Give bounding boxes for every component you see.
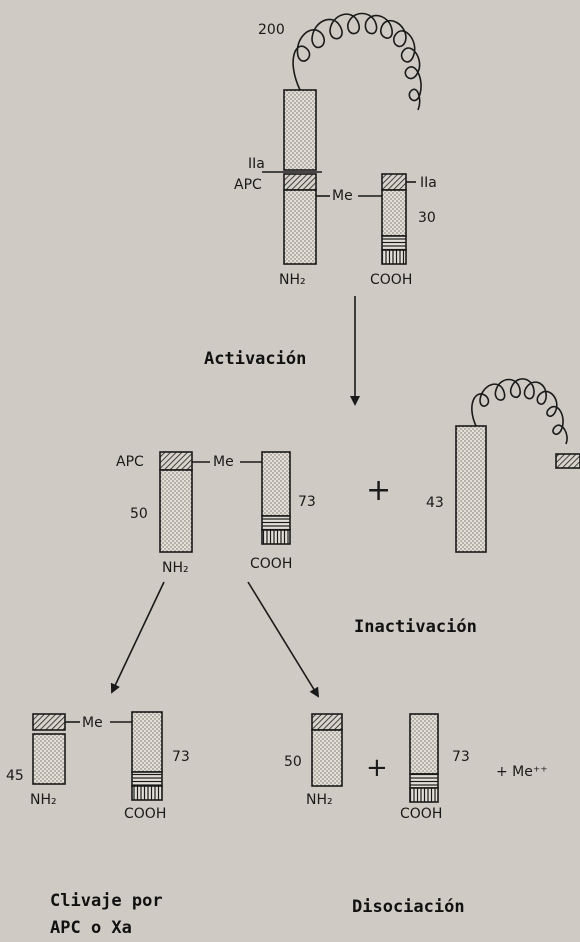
cleaved-factor-va: Me 45 NH₂ 73 COOH Clivaje por APC o Xa	[6, 712, 190, 938]
light-chain-bl-body	[132, 712, 162, 772]
apc-label-middle: APC	[116, 454, 144, 470]
light-chain-bl-c2	[132, 786, 162, 800]
plus-sign-bottom: +	[366, 753, 388, 783]
activation-title: Activación	[204, 349, 306, 369]
light-chain-br-c2	[410, 788, 438, 802]
apc-site-bottom-right	[312, 714, 342, 730]
light-chain-c1-domain	[382, 236, 406, 250]
released-fragment-tip	[556, 454, 580, 468]
light-chain-br-body	[410, 714, 438, 774]
coil-label-200: 200	[258, 22, 285, 38]
light-label-73-bottom-right: 73	[452, 749, 470, 765]
light-chain-body	[382, 190, 406, 236]
apc-site-middle	[160, 452, 192, 470]
heavy-label-50-bottom: 50	[284, 754, 302, 770]
inactivation-title: Inactivación	[354, 617, 477, 637]
cleavage-caption-line1: Clivaje por	[50, 891, 163, 911]
plus-me-ion-label: + Me⁺⁺	[496, 764, 548, 780]
dissociated-factor-va: 50 NH₂ + 73 COOH + Me⁺⁺ Disociación	[284, 714, 548, 917]
dissociation-arrow	[248, 582, 318, 696]
nh2-label-bottom-right: NH₂	[306, 792, 333, 808]
apc-label-top: APC	[234, 177, 262, 193]
heavy-chain-middle	[160, 470, 192, 552]
iia-left-label: IIa	[248, 156, 265, 172]
light-chain-label-30: 30	[418, 210, 436, 226]
fragment-45	[33, 734, 65, 784]
heavy-label-50: 50	[130, 506, 148, 522]
native-factor-v: 200 IIa APC NH₂ Me IIa 30 COOH	[234, 14, 437, 289]
cleavage-caption-line2: APC o Xa	[50, 918, 132, 938]
fragment-label-43: 43	[426, 495, 444, 511]
cleavage-arrow	[112, 582, 164, 692]
nh2-label-top: NH₂	[279, 272, 306, 288]
dissociation-caption: Disociación	[352, 897, 465, 917]
cooh-label-bottom-left: COOH	[124, 806, 166, 822]
activated-factor-va: APC 50 NH₂ Me 73 COOH + 43	[116, 379, 580, 576]
me-label-bottom-left: Me	[82, 715, 103, 731]
light-chain-middle-c2	[262, 530, 290, 544]
light-chain-c2-domain	[382, 250, 406, 264]
nh2-label-bottom-left: NH₂	[30, 792, 57, 808]
me-label-middle: Me	[213, 454, 234, 470]
iia-right-label: IIa	[420, 175, 437, 191]
light-chain-br-c1	[410, 774, 438, 788]
cooh-label-middle: COOH	[250, 556, 292, 572]
light-chain-middle-body	[262, 452, 290, 516]
light-chain-middle-c1	[262, 516, 290, 530]
cooh-label-bottom-right: COOH	[400, 806, 442, 822]
light-label-73-middle: 73	[298, 494, 316, 510]
heavy-chain-bottom-right	[312, 730, 342, 786]
heavy-chain-upper	[284, 90, 316, 170]
light-chain-bl-c1	[132, 772, 162, 786]
plus-sign-middle: +	[366, 473, 391, 508]
apc-fragment-bottom-left	[33, 714, 65, 730]
heavy-chain-lower	[284, 190, 316, 264]
apc-cleavage-site	[284, 174, 316, 190]
fragment-label-45: 45	[6, 768, 24, 784]
cooh-label-top: COOH	[370, 272, 412, 288]
light-label-73-bottom-left: 73	[172, 749, 190, 765]
nh2-label-middle: NH₂	[162, 560, 189, 576]
light-chain-iia-site	[382, 174, 406, 190]
me-label-top: Me	[332, 188, 353, 204]
released-fragment	[456, 426, 486, 552]
